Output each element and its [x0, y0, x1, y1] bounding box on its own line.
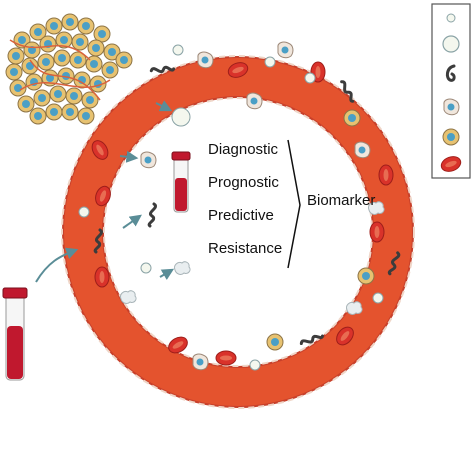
legend-dna-fragment-icon — [445, 64, 456, 82]
vessel-inner-endothelium — [103, 97, 373, 367]
legend-circulating-tumor-cell-icon — [442, 128, 460, 146]
release-arrows — [119, 100, 175, 281]
legend-cell-free-dna-icon — [442, 35, 460, 53]
legend-white-blood-cell-icon — [443, 98, 460, 116]
label-biomarker: Biomarker — [307, 192, 376, 209]
sample-tube-center — [171, 151, 191, 213]
released-components — [140, 107, 191, 275]
legend-box — [431, 3, 471, 179]
label-diagnostic: Diagnostic — [208, 141, 279, 158]
legend-vesicle-icon — [446, 13, 456, 23]
primary-tumor — [5, 13, 133, 125]
grouping-bracket — [287, 139, 301, 269]
label-prognostic: Prognostic — [208, 174, 279, 191]
label-predictive: Predictive — [208, 207, 274, 224]
sample-tube-bottom — [2, 287, 28, 381]
label-resistance: Resistance — [208, 240, 283, 257]
draw-arrow — [35, 247, 79, 283]
vessel-outer-endothelium — [61, 55, 415, 409]
